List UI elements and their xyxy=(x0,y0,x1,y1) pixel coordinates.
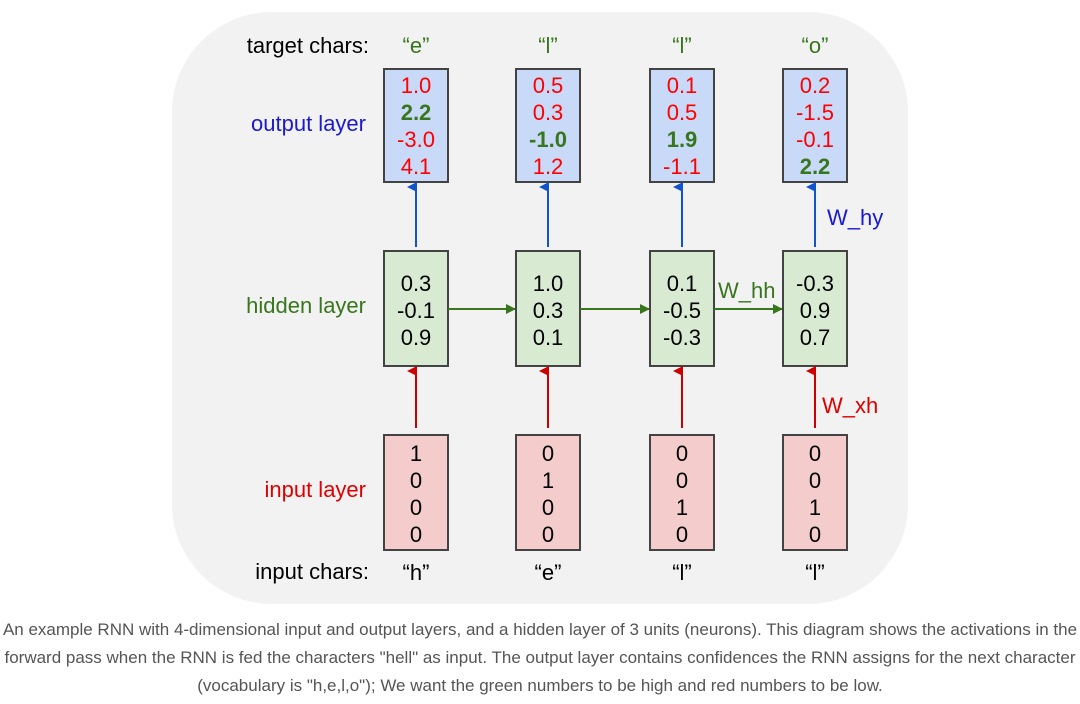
output-layer-label: output layer xyxy=(251,111,366,136)
output-value: 0.1 xyxy=(667,73,698,98)
output-value: 0.3 xyxy=(533,100,564,125)
output-box xyxy=(383,68,449,183)
input-value: 0 xyxy=(410,495,422,520)
hidden-value: -0.3 xyxy=(796,271,834,296)
hidden-value: 0.7 xyxy=(800,325,831,350)
input-box xyxy=(515,434,581,551)
input-value: 0 xyxy=(676,522,688,547)
input-value: 1 xyxy=(410,441,422,466)
hidden-box xyxy=(782,250,848,367)
input-box xyxy=(383,434,449,551)
hidden-value: 0.3 xyxy=(401,271,432,296)
input-layer-label: input layer xyxy=(264,477,366,502)
output-value: 1.0 xyxy=(401,73,432,98)
output-value: -1.0 xyxy=(529,127,567,152)
hidden-value: 0.9 xyxy=(800,298,831,323)
hidden-value: 1.0 xyxy=(533,271,564,296)
input-box xyxy=(782,434,848,551)
input-value: 0 xyxy=(542,495,554,520)
target-char: “l” xyxy=(538,33,558,58)
input-char: “l” xyxy=(672,560,692,585)
hidden-value: -0.3 xyxy=(663,325,701,350)
figure-caption: An example RNN with 4-dimensional input … xyxy=(2,620,1078,695)
output-value: 2.2 xyxy=(800,154,831,179)
output-value: -1.5 xyxy=(796,100,834,125)
w-hh-label: W_hh xyxy=(718,278,775,303)
input-chars-label: input chars: xyxy=(255,559,369,584)
input-value: 1 xyxy=(809,495,821,520)
target-char: “l” xyxy=(672,33,692,58)
hidden-value: -0.1 xyxy=(397,298,435,323)
input-value: 0 xyxy=(676,441,688,466)
output-value: 2.2 xyxy=(401,100,432,125)
output-value: 0.5 xyxy=(667,100,698,125)
input-value: 1 xyxy=(542,468,554,493)
w-xh-label: W_xh xyxy=(822,393,878,418)
input-value: 0 xyxy=(676,468,688,493)
target-char: “o” xyxy=(802,33,829,58)
input-value: 0 xyxy=(809,441,821,466)
hidden-value: -0.5 xyxy=(663,298,701,323)
output-box xyxy=(782,68,848,183)
input-char: “e” xyxy=(535,560,562,585)
hidden-layer-label: hidden layer xyxy=(246,293,366,318)
hidden-value: 0.3 xyxy=(533,298,564,323)
input-value: 0 xyxy=(410,468,422,493)
output-box xyxy=(649,68,715,183)
output-value: 0.2 xyxy=(800,73,831,98)
output-value: -3.0 xyxy=(397,127,435,152)
target-chars-label: target chars: xyxy=(247,33,369,58)
input-value: 0 xyxy=(809,468,821,493)
output-value: 4.1 xyxy=(401,154,432,179)
output-value: -1.1 xyxy=(663,154,701,179)
hidden-value: 0.9 xyxy=(401,325,432,350)
rnn-diagram: target chars: output layer hidden layer … xyxy=(246,33,883,585)
output-value: 1.9 xyxy=(667,127,698,152)
hidden-box xyxy=(515,250,581,367)
input-char: “h” xyxy=(403,560,430,585)
hidden-value: 0.1 xyxy=(667,271,698,296)
w-hy-label: W_hy xyxy=(827,205,883,230)
output-value: 1.2 xyxy=(533,154,564,179)
output-value: 0.5 xyxy=(533,73,564,98)
input-value: 0 xyxy=(410,522,422,547)
output-value: -0.1 xyxy=(796,127,834,152)
target-char: “e” xyxy=(403,33,430,58)
input-value: 0 xyxy=(542,441,554,466)
input-value: 1 xyxy=(676,495,688,520)
hidden-value: 0.1 xyxy=(533,325,564,350)
input-value: 0 xyxy=(542,522,554,547)
input-char: “l” xyxy=(805,560,825,585)
input-value: 0 xyxy=(809,522,821,547)
input-box xyxy=(649,434,715,551)
